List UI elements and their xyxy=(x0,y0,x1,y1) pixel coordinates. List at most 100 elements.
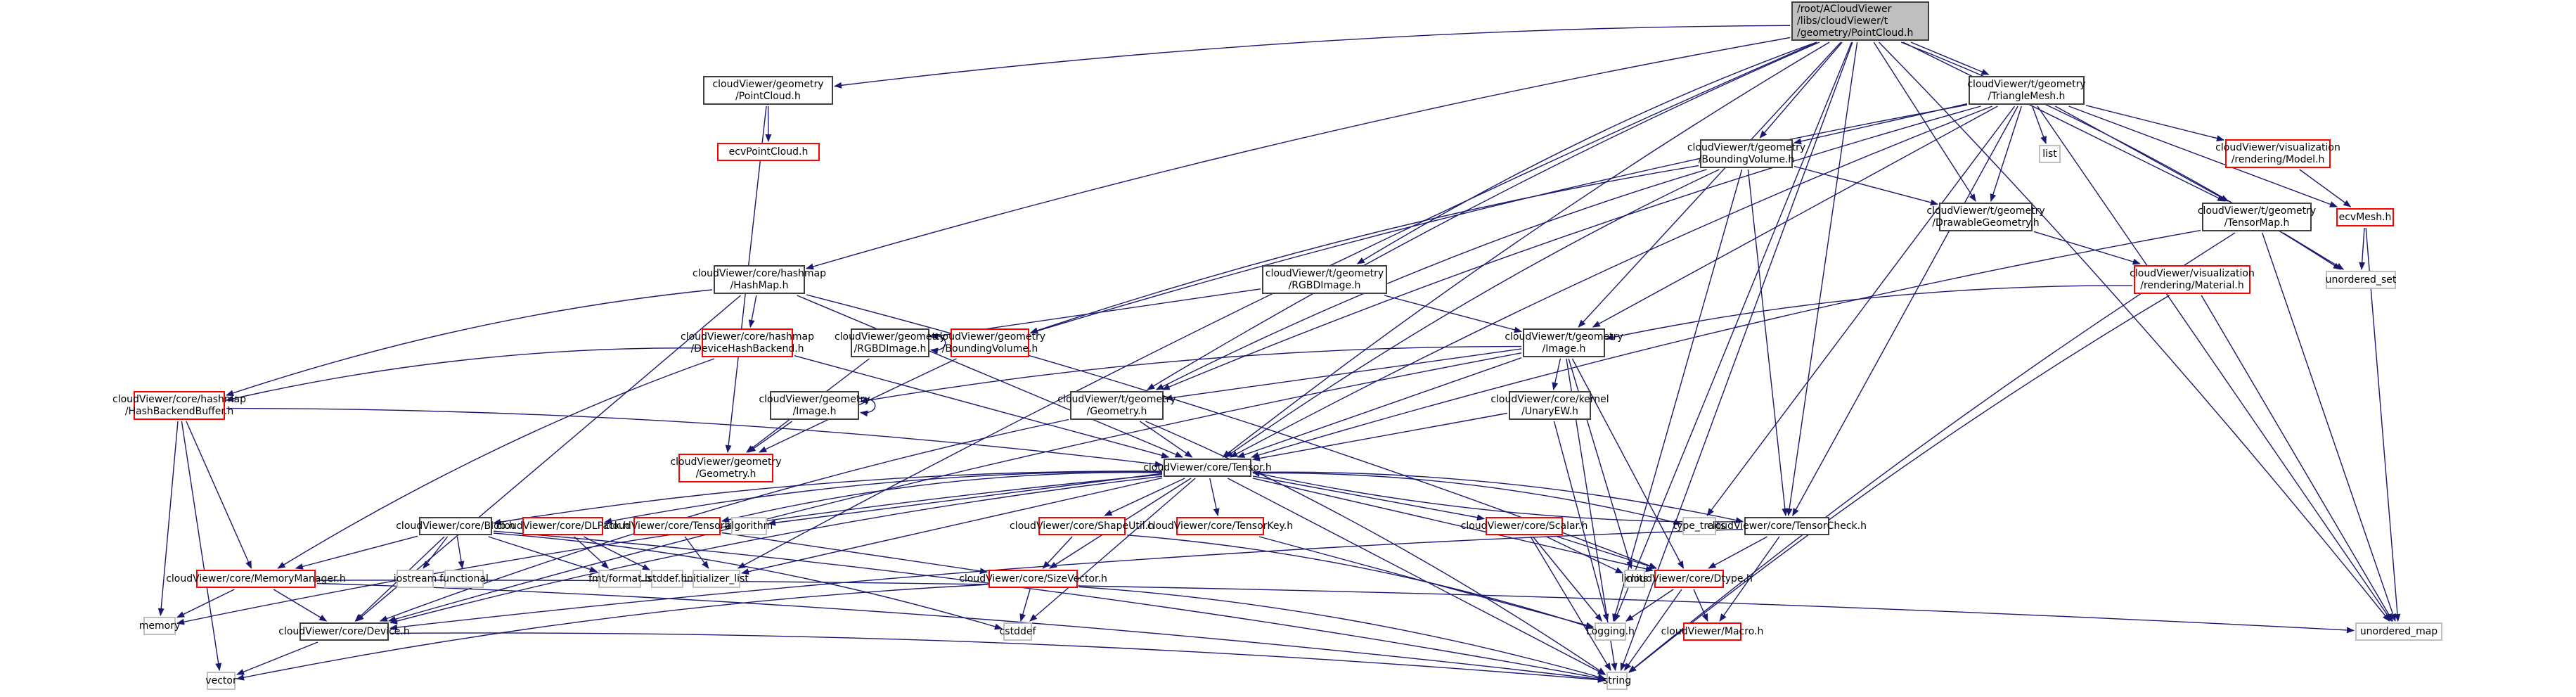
edge-t_image-to-t_geometry xyxy=(1164,348,1522,401)
edge-t_trianglemesh-to-t_geometry xyxy=(1161,105,1981,390)
graph-node-ecvmesh[interactable]: ecvMesh.h xyxy=(2336,208,2394,226)
graph-node-dlpack[interactable]: cloudViewer/core/DLPack.h xyxy=(496,517,629,535)
node-label: cloudViewer/core/hashmap/HashBackendBuff… xyxy=(112,394,246,418)
graph-node-tensor[interactable]: cloudViewer/core/Tensor.h xyxy=(1143,459,1272,477)
node-label-line: /HashBackendBuffer.h xyxy=(124,405,234,417)
edge-vis_material-to-unordered_map xyxy=(2201,295,2393,622)
edge-blob-to-functional xyxy=(456,536,465,570)
graph-node-algorithm[interactable]: algorithm xyxy=(726,517,773,535)
graph-node-type-traits[interactable]: type_traits xyxy=(1673,517,1725,535)
edge-blob-to-iostream xyxy=(423,536,449,569)
graph-node-devicehashbackend[interactable]: cloudViewer/core/hashmap/DeviceHashBacke… xyxy=(681,328,814,357)
edge-root-to-unordered_map xyxy=(1878,41,2390,622)
edge-root-to-t_image xyxy=(1578,41,1841,328)
node-label-line: /DeviceHashBackend.h xyxy=(690,343,804,354)
edge-memorymanager-to-device xyxy=(273,589,328,622)
graph-node-fmt-format[interactable]: fmt/format.h xyxy=(588,570,651,588)
node-label-line: cloudViewer/core/TensorKey.h xyxy=(1147,520,1294,532)
node-label: string xyxy=(1603,675,1631,687)
node-label: unordered_map xyxy=(2360,626,2437,638)
edge-t_rgbdimage-to-t_image xyxy=(1384,295,1523,333)
graph-node-iostream[interactable]: iostream xyxy=(394,570,437,588)
node-label: cloudViewer/geometry/Geometry.h xyxy=(670,456,781,480)
graph-node-cstddef[interactable]: cstddef xyxy=(1000,622,1036,641)
graph-node-memorymanager[interactable]: cloudViewer/core/MemoryManager.h xyxy=(166,570,346,588)
node-label-line: cloudViewer/t/geometry xyxy=(1057,393,1176,405)
graph-node-t-geometry[interactable]: cloudViewer/t/geometry/Geometry.h xyxy=(1057,391,1176,420)
edge-hashbackendbuffer-to-memorymanager xyxy=(186,421,252,570)
graph-node-t-tensormap[interactable]: cloudViewer/t/geometry/TensorMap.h xyxy=(2198,203,2316,231)
graph-node-g-boundingvolume[interactable]: cloudViewer/geometry/BoundingVolume.h xyxy=(934,328,1045,357)
node-label: cloudViewer/core/Blob.h xyxy=(396,520,515,532)
graph-node-initializer-list[interactable]: initializer_list xyxy=(684,570,749,588)
node-label-line: cloudViewer/core/MemoryManager.h xyxy=(166,573,346,584)
graph-node-t-image[interactable]: cloudViewer/t/geometry/Image.h xyxy=(1505,328,1623,357)
graph-node-unaryew[interactable]: cloudViewer/core/kernel/UnaryEW.h xyxy=(1490,391,1609,420)
graph-node-t-boundingvolume[interactable]: cloudViewer/t/geometry/BoundingVolume.h xyxy=(1687,139,1805,168)
graph-node-g-rgbdimage[interactable]: cloudViewer/geometry/RGBDImage.h xyxy=(835,328,946,357)
graph-node-t-rgbdimage[interactable]: cloudViewer/t/geometry/RGBDImage.h xyxy=(1262,265,1387,294)
graph-node-vis-model[interactable]: cloudViewer/visualization/rendering/Mode… xyxy=(2215,139,2340,168)
graph-node-macro[interactable]: cloudViewer/Macro.h xyxy=(1661,622,1763,641)
graph-node-memory[interactable]: memory xyxy=(139,617,180,635)
node-label: cloudViewer/geometry/BoundingVolume.h xyxy=(934,331,1045,355)
graph-node-root[interactable]: /root/ACloudViewer/libs/cloudViewer/t/ge… xyxy=(1791,1,1929,41)
graph-node-tensorinit[interactable]: cloudViewer/core/TensorInit.h xyxy=(605,517,749,535)
graph-node-list[interactable]: list xyxy=(2039,145,2061,163)
graph-node-g-pointcloud[interactable]: cloudViewer/geometry/PointCloud.h xyxy=(703,76,833,105)
graph-node-logging[interactable]: Logging.h xyxy=(1586,622,1635,641)
node-label: cloudViewer/geometry/RGBDImage.h xyxy=(835,331,946,355)
node-label-line: cloudViewer/visualization xyxy=(2130,267,2255,279)
edge-tensorcheck-to-dtype xyxy=(1708,536,1768,569)
node-label-line: memory xyxy=(139,620,181,632)
graph-node-tensorcheck[interactable]: cloudViewer/core/TensorCheck.h xyxy=(1707,517,1867,535)
graph-node-tensorkey[interactable]: cloudViewer/core/TensorKey.h xyxy=(1147,517,1293,535)
node-label: Logging.h xyxy=(1586,626,1635,638)
edge-root-to-hashmap xyxy=(805,37,1791,270)
graph-node-ecvpointcloud[interactable]: ecvPointCloud.h xyxy=(717,143,820,161)
edge-devicehashbackend-to-tensor xyxy=(794,355,1170,459)
graph-node-g-image[interactable]: cloudViewer/geometry/Image.h xyxy=(759,391,870,420)
graph-node-hashbackendbuffer[interactable]: cloudViewer/core/hashmap/HashBackendBuff… xyxy=(112,391,246,420)
graph-node-scalar[interactable]: cloudViewer/core/Scalar.h xyxy=(1461,517,1588,535)
edge-dlpack-to-stddef xyxy=(583,536,650,571)
graph-node-vis-material[interactable]: cloudViewer/visualization/rendering/Mate… xyxy=(2130,265,2255,294)
node-label-line: /root/ACloudViewer xyxy=(1797,3,1892,15)
node-label: cstddef xyxy=(1000,626,1036,638)
graph-node-sizevector[interactable]: cloudViewer/core/SizeVector.h xyxy=(959,570,1107,588)
graph-node-device[interactable]: cloudViewer/core/Device.h xyxy=(278,622,410,641)
edge-tensor-to-shapeutil xyxy=(1104,478,1185,516)
node-label: fmt/format.h xyxy=(588,573,651,585)
edge-memorymanager-to-memory xyxy=(176,589,235,618)
node-label-line: cloudViewer/core/Blob.h xyxy=(396,520,515,532)
graph-node-blob[interactable]: cloudViewer/core/Blob.h xyxy=(396,517,515,535)
graph-node-t-trianglemesh[interactable]: cloudViewer/t/geometry/TriangleMesh.h xyxy=(1967,76,2086,105)
edge-t_geometry-to-string xyxy=(1145,421,1606,675)
graph-node-dtype[interactable]: cloudViewer/core/Dtype.h xyxy=(1625,570,1753,588)
node-label-line: ecvPointCloud.h xyxy=(728,146,809,158)
graph-node-stddef[interactable]: stddef.h xyxy=(648,570,687,588)
node-label-line: cloudViewer/t/geometry xyxy=(2197,205,2317,217)
edge-unaryew-to-tensor xyxy=(1251,412,1508,461)
edge-unaryew-to-logging xyxy=(1553,421,1609,622)
node-label: ecvPointCloud.h xyxy=(729,146,809,158)
graph-node-functional[interactable]: functional xyxy=(439,570,489,588)
graph-node-unordered-map[interactable]: unordered_map xyxy=(2355,622,2442,641)
graph-node-vector[interactable]: vector xyxy=(205,672,237,690)
node-label-line: cloudViewer/geometry xyxy=(712,78,824,90)
node-label: cloudViewer/t/geometry/BoundingVolume.h xyxy=(1687,142,1805,166)
node-label: type_traits xyxy=(1673,520,1726,532)
edge-hashmap-to-tensor xyxy=(797,295,1183,458)
edge-tensorcheck-to-device xyxy=(389,528,1744,631)
graph-node-hashmap[interactable]: cloudViewer/core/hashmap/HashMap.h xyxy=(693,265,826,294)
graph-node-shapeutil[interactable]: cloudViewer/core/ShapeUtil.h xyxy=(1010,517,1154,535)
graph-node-unordered-set[interactable]: unordered_set xyxy=(2326,271,2396,289)
graph-node-t-drawablegeometry[interactable]: cloudViewer/t/geometry/DrawableGeometry.… xyxy=(1926,203,2045,231)
edge-dtype-to-macro xyxy=(1693,589,1708,622)
graph-node-limits[interactable]: limits xyxy=(1621,570,1648,588)
graph-node-g-geometry[interactable]: cloudViewer/geometry/Geometry.h xyxy=(670,454,782,482)
node-label-line: cloudViewer/core/hashmap xyxy=(693,267,826,279)
node-label-line: cloudViewer/core/SizeVector.h xyxy=(959,573,1107,584)
edge-dtype-to-logging xyxy=(1625,589,1674,622)
graph-node-string[interactable]: string xyxy=(1603,672,1631,690)
